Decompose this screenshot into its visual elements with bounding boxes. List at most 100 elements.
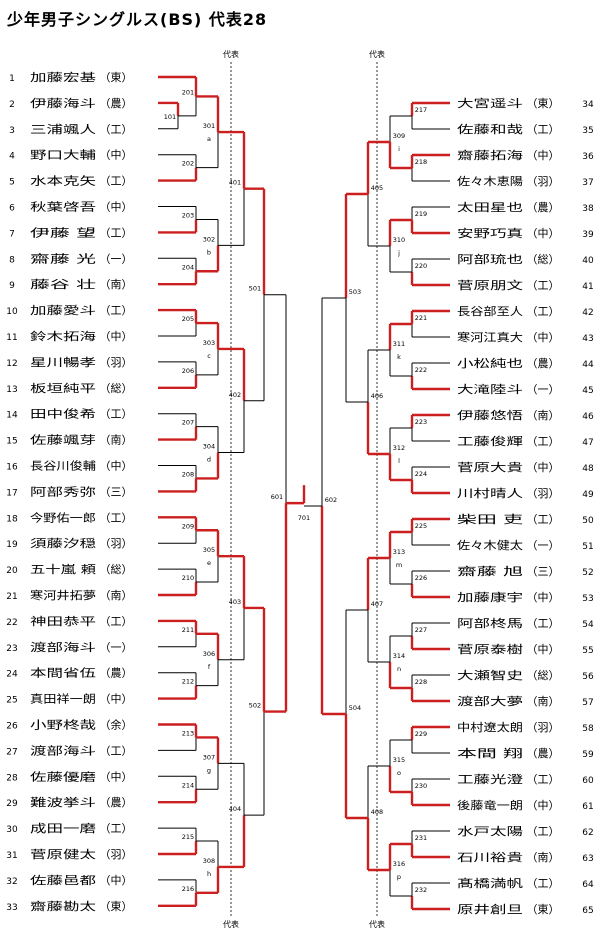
player-number: 39 <box>582 230 594 240</box>
match-number: 204 <box>182 263 194 271</box>
match-number: 306 <box>203 650 215 658</box>
match-number: 311 <box>393 340 405 348</box>
block-letter: g <box>207 766 211 774</box>
block-letter: k <box>397 353 401 361</box>
player-name: 原井創旦 <box>457 902 523 916</box>
player-number: 14 <box>6 411 18 421</box>
player-name: 寒河江真大 <box>457 330 523 344</box>
match-number: 223 <box>415 418 427 426</box>
player-team: （羽） <box>527 487 560 500</box>
match-number: 501 <box>249 285 261 293</box>
player-name: 真田祥一朗 <box>30 692 96 706</box>
player-name: 佐藤優磨 <box>30 769 96 783</box>
player-team: （中） <box>527 149 560 162</box>
match-number: 214 <box>182 781 194 789</box>
player-name: 菅原健太 <box>30 848 96 861</box>
player-team: （工） <box>100 511 133 524</box>
player-name: 長谷部至人 <box>457 304 523 318</box>
player-number: 5 <box>9 178 15 188</box>
player-team: （東） <box>100 71 133 84</box>
player-name: 三浦颯人 <box>30 123 96 136</box>
player-team: （羽） <box>100 848 133 861</box>
match-number: 203 <box>182 211 194 219</box>
match-number: 227 <box>415 626 427 634</box>
match-number: 229 <box>415 730 427 738</box>
player-team: （羽） <box>100 356 133 369</box>
player-name: 菅原朋文 <box>457 278 523 292</box>
player-name: 菅原泰樹 <box>457 642 523 656</box>
player-number: 49 <box>582 490 594 500</box>
player-number: 30 <box>6 825 18 835</box>
match-number: 315 <box>393 756 405 764</box>
player-team: （南） <box>527 695 560 708</box>
match-number: 207 <box>182 419 194 427</box>
player-number: 46 <box>582 412 594 422</box>
block-letter: i <box>398 145 400 153</box>
player-team: （東） <box>527 903 560 916</box>
player-number: 10 <box>6 307 18 317</box>
match-number: 205 <box>182 315 194 323</box>
block-letter: h <box>207 870 211 878</box>
player-name: 難波挙斗 <box>30 796 96 809</box>
player-team: （工） <box>100 226 133 239</box>
player-name: 佐藤邑都 <box>30 873 96 887</box>
player-name: 齋藤 光 <box>30 251 96 265</box>
player-number: 13 <box>6 385 17 395</box>
block-letter: c <box>207 352 211 360</box>
player-name: 小松純也 <box>457 356 523 370</box>
player-number: 43 <box>582 334 593 344</box>
player-name: 工藤俊輝 <box>457 434 523 448</box>
player-name: 星川暢孝 <box>30 356 96 369</box>
player-team: （中） <box>527 643 560 656</box>
player-number: 21 <box>6 592 17 602</box>
match-number: 307 <box>203 753 215 761</box>
player-team: （工） <box>527 773 560 786</box>
block-letter: e <box>207 559 211 567</box>
player-number: 47 <box>582 438 593 448</box>
player-number: 6 <box>9 204 15 214</box>
player-team: （工） <box>100 123 133 136</box>
player-team: （中） <box>100 330 133 343</box>
player-name: 髙橋満帆 <box>457 876 523 890</box>
player-team: （中） <box>527 461 560 474</box>
player-team: （中） <box>527 591 560 604</box>
daihyo-label: 代表 <box>223 919 239 929</box>
player-team: （南） <box>527 851 560 864</box>
player-name: 阿部琉也 <box>457 252 523 266</box>
player-team: （三） <box>100 485 133 498</box>
player-number: 7 <box>9 229 15 239</box>
player-name: 田中俊希 <box>30 407 96 421</box>
player-number: 50 <box>582 516 594 526</box>
player-team: （総） <box>100 381 133 395</box>
player-name: 安野巧真 <box>457 226 523 240</box>
player-team: （工） <box>527 123 560 136</box>
player-number: 38 <box>582 204 594 214</box>
player-team: （工） <box>100 304 133 317</box>
player-team: （工） <box>100 615 133 628</box>
block-letter: p <box>397 873 401 881</box>
match-number: 305 <box>203 546 215 554</box>
player-team: （東） <box>527 97 560 110</box>
player-name: 水本克矢 <box>30 174 96 188</box>
player-team: （工） <box>527 877 560 890</box>
player-team: （農） <box>527 200 560 214</box>
player-number: 52 <box>582 568 593 578</box>
match-number: 206 <box>182 367 194 375</box>
block-letter: f <box>208 663 211 671</box>
player-number: 12 <box>6 359 17 369</box>
player-name: 柴田 吏 <box>457 512 523 526</box>
match-number: 230 <box>415 782 427 790</box>
match-number: 218 <box>415 158 427 166</box>
player-number: 64 <box>582 880 594 890</box>
player-number: 26 <box>6 722 18 732</box>
player-team: （三） <box>527 565 560 578</box>
match-number: 228 <box>415 678 427 686</box>
block-letter: a <box>207 135 211 143</box>
player-number: 44 <box>582 360 594 370</box>
match-number: 201 <box>182 88 194 96</box>
player-number: 8 <box>9 255 15 265</box>
player-number: 18 <box>6 514 18 524</box>
player-team: （南） <box>100 589 133 602</box>
player-team: （中） <box>100 201 133 214</box>
